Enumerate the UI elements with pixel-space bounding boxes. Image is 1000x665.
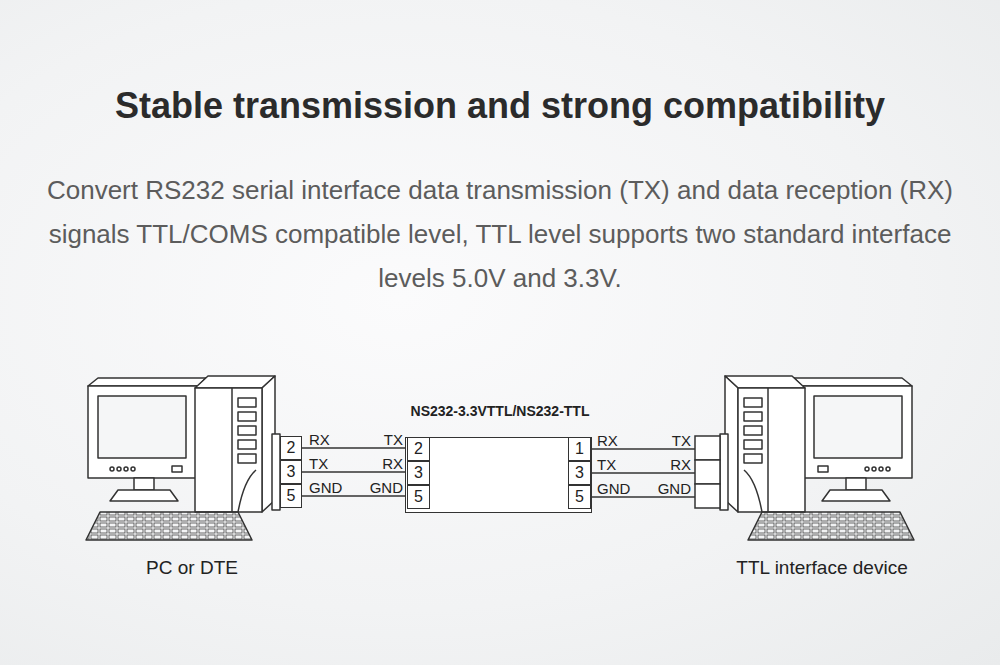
drive-bay	[238, 412, 256, 421]
signal-name: RX	[382, 456, 403, 471]
page-title: Stable transmission and strong compatibi…	[0, 82, 1000, 130]
pin-box: 3	[407, 461, 430, 485]
pin-number: 1	[575, 440, 584, 458]
signal-name: TX	[597, 457, 616, 472]
signal-wire	[302, 495, 407, 497]
tower-front	[195, 388, 262, 512]
device-node: TTL interface device	[695, 372, 923, 582]
converter-box: NS232-3.3VTTL/NS232-TTL 2 3 5 1 3 5	[370, 398, 630, 515]
pin-box: 1	[568, 437, 591, 461]
signal-wire	[591, 472, 695, 474]
pin-number: 5	[575, 488, 584, 506]
monitor-neck	[134, 478, 154, 490]
computer-drawing	[720, 376, 914, 540]
monitor-top	[88, 378, 206, 386]
pin-box: 2	[280, 436, 302, 460]
tower-curve	[238, 470, 256, 512]
monitor-button	[110, 467, 114, 471]
pin-box: 2	[407, 437, 430, 461]
drive-bay	[238, 440, 256, 449]
tower-line	[231, 388, 233, 512]
signal-name: GND	[658, 481, 691, 496]
pin-number: 5	[414, 488, 423, 506]
computer-drawing	[86, 376, 280, 540]
signal-name: GND	[370, 480, 403, 495]
monitor-button	[117, 467, 121, 471]
pin-box: 5	[568, 485, 591, 509]
pin-number: 3	[287, 463, 296, 481]
drive-bay	[238, 398, 256, 407]
pin-number: 2	[414, 440, 423, 458]
signal-name: RX	[597, 433, 618, 448]
pin-number: 3	[414, 464, 423, 482]
device-caption: PC or DTE	[92, 557, 292, 579]
monitor-button	[131, 467, 135, 471]
connector-plate	[272, 434, 280, 510]
pin-number: 3	[575, 464, 584, 482]
monitor-button	[124, 467, 128, 471]
signal-name: TX	[309, 456, 328, 471]
signal-name: RX	[309, 432, 330, 447]
signal-wire	[591, 448, 695, 450]
device-caption: TTL interface device	[707, 557, 937, 579]
module-name: NS232-3.3VTTL/NS232-TTL	[370, 402, 630, 420]
signal-name: GND	[309, 480, 342, 495]
pin-box: 5	[280, 484, 302, 508]
monitor-switch	[172, 466, 182, 472]
ttl-connector	[695, 436, 720, 508]
signal-name: TX	[672, 433, 691, 448]
signal-wire	[302, 447, 407, 449]
page-caption: Convert RS232 serial interface data tran…	[40, 168, 960, 300]
monitor-screen	[98, 396, 186, 458]
device-node: PC or DTE 2 3 5	[85, 372, 307, 582]
pin-number: 2	[287, 439, 296, 457]
pin-box: 5	[407, 485, 430, 509]
drive-bay	[238, 426, 256, 435]
pin-number: 5	[287, 487, 296, 505]
keyboard	[86, 512, 252, 540]
ttl-pin	[695, 484, 720, 508]
pin-box: 3	[280, 460, 302, 484]
monitor-body	[88, 386, 198, 478]
drive-bay	[238, 454, 256, 463]
ttl-pin	[695, 436, 720, 460]
converter-outline	[405, 437, 592, 513]
signal-name: TX	[384, 432, 403, 447]
signal-name: GND	[597, 481, 630, 496]
signal-wire	[302, 471, 407, 473]
signal-wire	[591, 496, 695, 498]
monitor-base	[110, 490, 178, 501]
signal-name: RX	[670, 457, 691, 472]
ttl-pin	[695, 460, 720, 484]
pin-box: 3	[568, 461, 591, 485]
